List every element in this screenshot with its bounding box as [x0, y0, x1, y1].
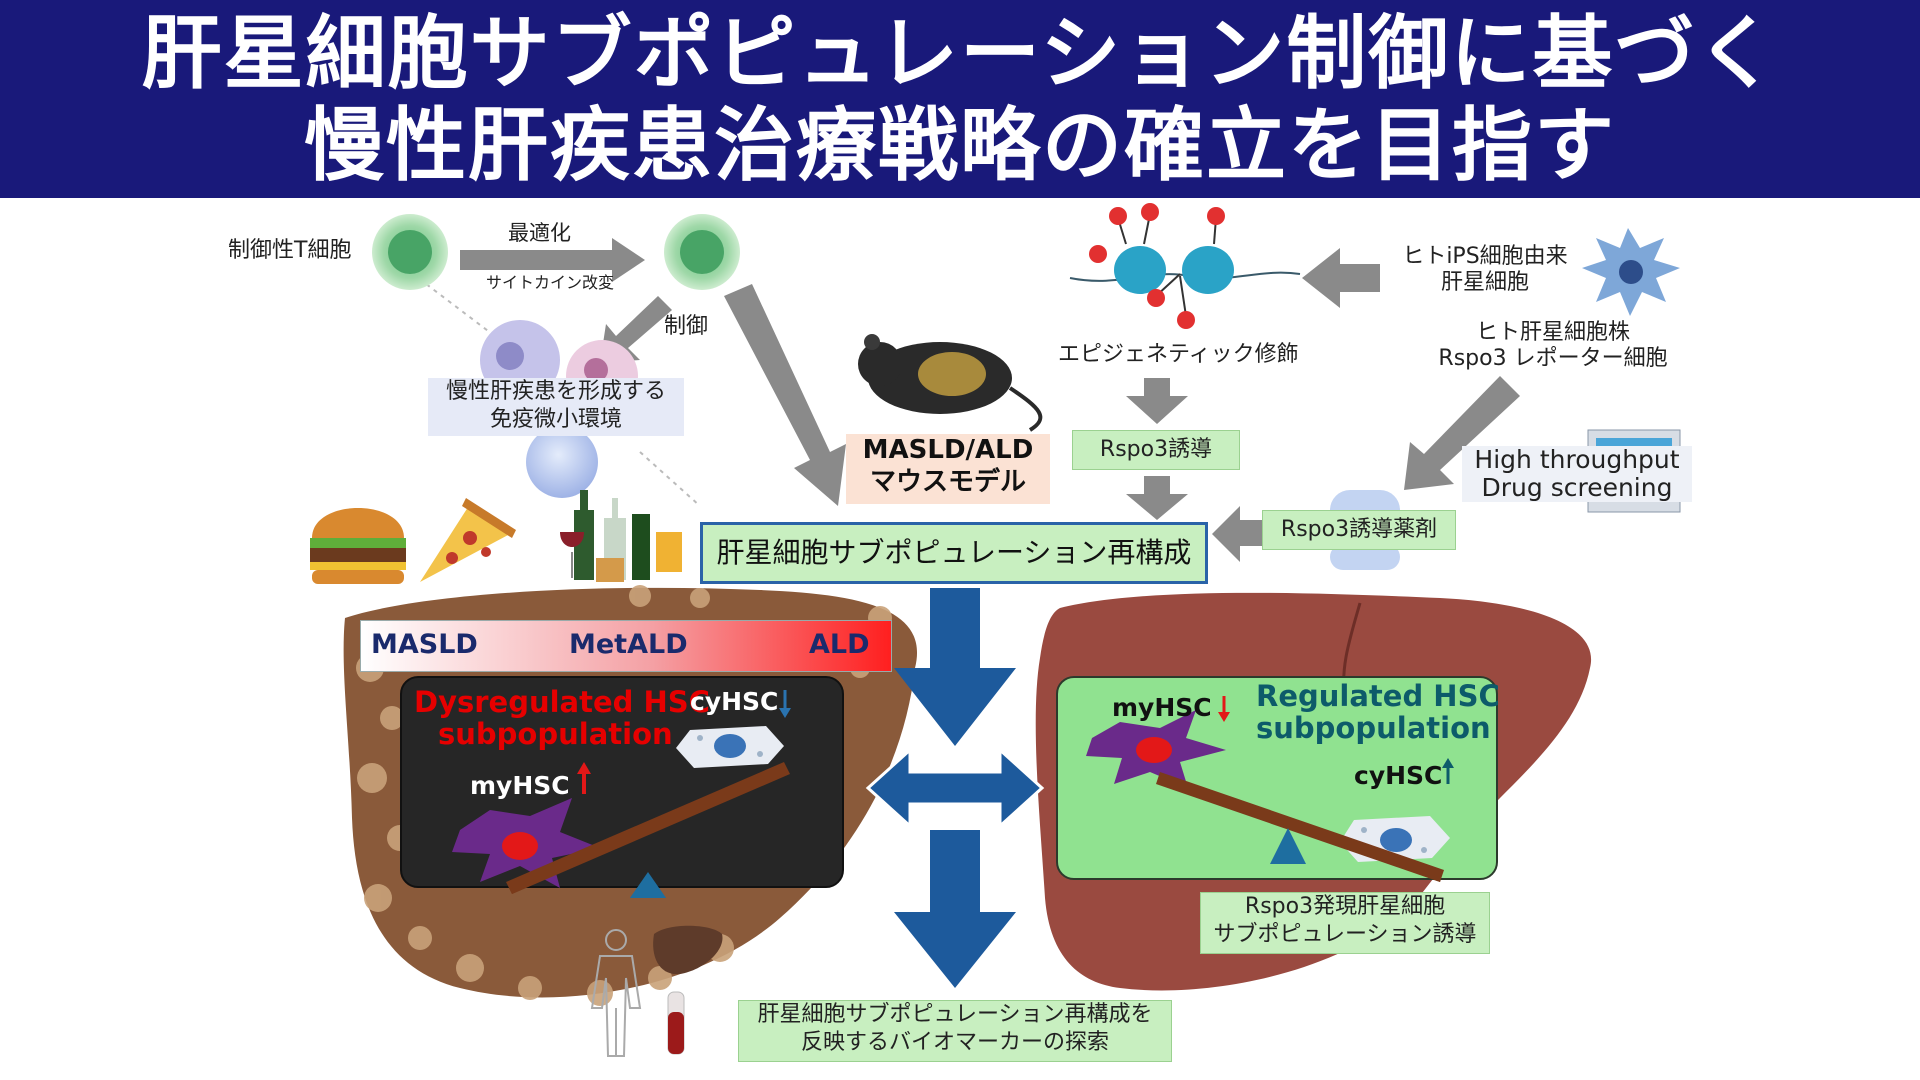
treg-cell-2: [664, 214, 740, 290]
biomarker-line-1: 肝星細胞サブポピュレーション再構成を: [757, 1002, 1153, 1027]
disease-spectrum-bar: MASLD MetALD ALD: [360, 620, 892, 672]
hts-line-2: Drug screening: [1481, 473, 1673, 502]
epigenetic-label: エピジェネティック修飾: [1058, 342, 1299, 367]
dys-title-line-1: Dysregulated HSC: [414, 685, 710, 719]
rspo3-induction-box: Rspo3誘導: [1072, 430, 1240, 470]
ips-line-1: ヒトiPS細胞由来: [1402, 244, 1568, 269]
control-label: 制御: [664, 314, 709, 339]
reg-seesaw-beam-top: [1156, 772, 1444, 882]
reg-myhsc-label: myHSC: [1112, 693, 1212, 722]
arrow-rspo3-to-center: [1126, 476, 1188, 520]
human-body-icon: [590, 929, 642, 1057]
arrow-optimize: [460, 238, 645, 282]
immune-env-line-2: 免疫微小環境: [489, 407, 622, 432]
immune-env-line-1: 慢性肝疾患を形成する: [445, 379, 666, 404]
reg-title-line-2: subpopulation: [1256, 711, 1491, 745]
spectrum-masld: MASLD: [371, 629, 478, 660]
immune-microenvironment-box: 慢性肝疾患を形成する 免疫微小環境: [428, 378, 684, 436]
immune-cell-lymphocyte: [526, 426, 598, 498]
dys-myhsc-cell-top: [452, 798, 600, 888]
rspo3-drug-box: Rspo3誘導薬剤: [1262, 510, 1456, 550]
reg-cyhsc-up-arrow-top: [1442, 758, 1454, 784]
dys-cyhsc-down-arrow-top: [779, 690, 791, 718]
rspo3-expressing-line-1: Rspo3発現肝星細胞: [1244, 894, 1446, 919]
cytokine-label: サイトカイン改変: [486, 273, 615, 292]
dys-seesaw-beam-top: [506, 762, 790, 894]
panel-overlay-layer: [452, 690, 1454, 898]
mouse-model-box: MASLD/ALD マウスモデル: [846, 434, 1050, 504]
dys-cyhsc-label: cyHSC: [690, 687, 779, 716]
biomarker-line-2: 反映するバイオマーカーの探索: [800, 1030, 1109, 1055]
dys-title-line-2: subpopulation: [438, 717, 673, 751]
alcohol-bottles-icon: [560, 490, 682, 582]
pizza-icon: [420, 498, 516, 582]
arrow-ips-to-epigenetic: [1302, 248, 1380, 308]
reg-myhsc-down-arrow-top: [1218, 696, 1230, 722]
reg-seesaw-fulcrum-top: [1270, 828, 1306, 864]
title-banner: 肝星細胞サブポピュレーション制御に基づく 慢性肝疾患治療戦略の確立を目指す: [0, 0, 1920, 198]
blood-tube-icon: [667, 991, 685, 1055]
rspo3-expressing-line-2: サブポピュレーション誘導: [1213, 922, 1477, 947]
liver-nodules: [356, 585, 892, 1006]
hsc-reconstitution-box: 肝星細胞サブポピュレーション再構成: [700, 522, 1208, 584]
biomarker-box: 肝星細胞サブポピュレーション再構成を 反映するバイオマーカーの探索: [738, 1000, 1172, 1062]
reg-myhsc-cell-top: [1086, 710, 1226, 788]
stellate-cell-icon: [1582, 228, 1680, 316]
ips-line-2: 肝星細胞: [1440, 270, 1529, 295]
dys-seesaw-fulcrum-top: [630, 872, 666, 898]
title-line-1: 肝星細胞サブポピュレーション制御に基づく: [141, 7, 1779, 100]
treg-cell-1: [372, 214, 448, 290]
reg-title-line-1: Regulated HSC: [1256, 679, 1500, 713]
epigenetic-illustration: [1069, 203, 1301, 329]
reg-cyhsc-label: cyHSC: [1354, 761, 1443, 790]
optimize-label: 最適化: [508, 221, 571, 245]
arrow-blue-down-bottom: [894, 830, 1016, 988]
spectrum-ald: ALD: [809, 629, 870, 660]
arrow-epigenetic-to-rspo3: [1126, 378, 1188, 424]
arrow-cellline-to-drug: [1404, 376, 1520, 490]
hamburger-icon: [310, 508, 406, 584]
cell-line-label: ヒト肝星細胞株 Rspo3 レポーター細胞: [1418, 320, 1688, 372]
arrow-drug-to-center: [1212, 506, 1262, 562]
ips-label: ヒトiPS細胞由来 肝星細胞: [1384, 244, 1586, 296]
hts-line-1: High throughput: [1474, 445, 1680, 474]
dys-myhsc-label: myHSC: [470, 771, 570, 800]
spectrum-metald: MetALD: [569, 629, 688, 660]
arrow-blue-double: [865, 746, 1045, 830]
arrow-treg-to-center: [724, 284, 846, 506]
treg-label: 制御性T細胞: [228, 238, 352, 263]
dys-cyhsc-cell-top: [676, 726, 784, 768]
mouse-illustration: [858, 334, 1043, 432]
diagram-area: 制御性T細胞 最適化 サイトカイン改変 制御 慢性肝疾患を形成する 免疫微小環境…: [0, 198, 1920, 1080]
mouse-model-line-1: MASLD/ALD: [862, 435, 1034, 465]
dys-myhsc-up-arrow-top: [577, 762, 591, 794]
mouse-model-line-2: マウスモデル: [869, 467, 1026, 497]
small-liver-icon: [653, 925, 723, 975]
cell-line-line-1: ヒト肝星細胞株: [1475, 320, 1630, 345]
rspo3-expressing-box: Rspo3発現肝星細胞 サブポピュレーション誘導: [1200, 892, 1490, 954]
hts-label: High throughput Drug screening: [1462, 446, 1692, 502]
cell-line-line-2: Rspo3 レポーター細胞: [1438, 346, 1668, 371]
title-line-2: 慢性肝疾患治療戦略の確立を目指す: [304, 99, 1616, 192]
arrow-blue-down-top: [894, 588, 1016, 746]
